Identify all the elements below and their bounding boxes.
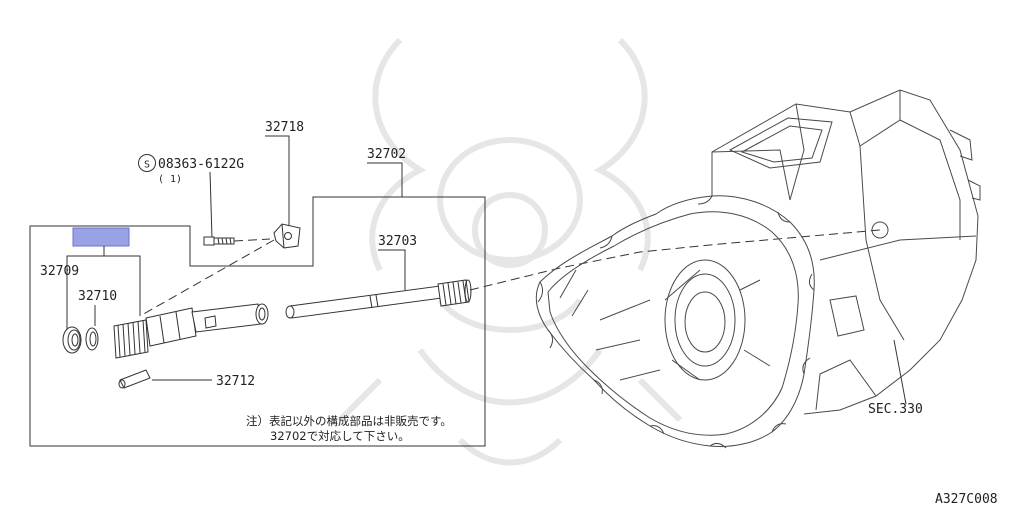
dashed-line-bracket	[139, 239, 275, 317]
highlight-box[interactable]	[72, 227, 130, 247]
pinion-shaft	[113, 303, 269, 359]
part-label-32710[interactable]: 32710	[78, 289, 117, 304]
transmission-case	[535, 89, 981, 449]
leader-sec330	[893, 339, 907, 405]
seal-32709	[62, 326, 82, 354]
part-label-32718[interactable]: 32718	[265, 120, 304, 135]
leader-32703	[378, 249, 406, 290]
bolt-quantity: ( 1)	[158, 174, 182, 185]
bolt-08363-6122G	[203, 236, 235, 246]
note-line-2: 32702で対応して下さい。	[270, 429, 410, 443]
note-line-1: 注）表記以外の構成部品は非販売です。	[246, 414, 452, 428]
leader-32709	[66, 246, 105, 330]
shaft-32703	[285, 279, 472, 319]
dashed-line-bolt	[233, 238, 271, 242]
leader-32718	[265, 135, 290, 226]
oring-32710	[85, 327, 99, 351]
part-label-32703[interactable]: 32703	[378, 234, 417, 249]
part-label-32712[interactable]: 32712	[216, 374, 255, 389]
figure-code: A327C008	[935, 492, 998, 507]
leader-32702	[367, 162, 403, 197]
pin-32712	[118, 369, 151, 389]
dashed-line-shaft-to-case	[469, 229, 881, 291]
watermark-emblem	[337, 37, 683, 466]
part-label-32709[interactable]: 32709	[40, 264, 79, 279]
bolt-label[interactable]: S 08363-6122G ( 1)	[138, 154, 245, 186]
bolt-part-number[interactable]: 08363-6122G	[158, 157, 244, 172]
service-symbol-icon	[138, 154, 156, 172]
bracket-32718	[273, 223, 301, 249]
leader-32709-b	[104, 255, 141, 316]
service-symbol-letter: S	[144, 160, 150, 171]
assembly-32702-frame	[29, 196, 486, 447]
bolt-leader-line	[209, 171, 213, 239]
part-label-32702[interactable]: 32702	[367, 147, 406, 162]
section-reference[interactable]: SEC.330	[868, 402, 923, 417]
